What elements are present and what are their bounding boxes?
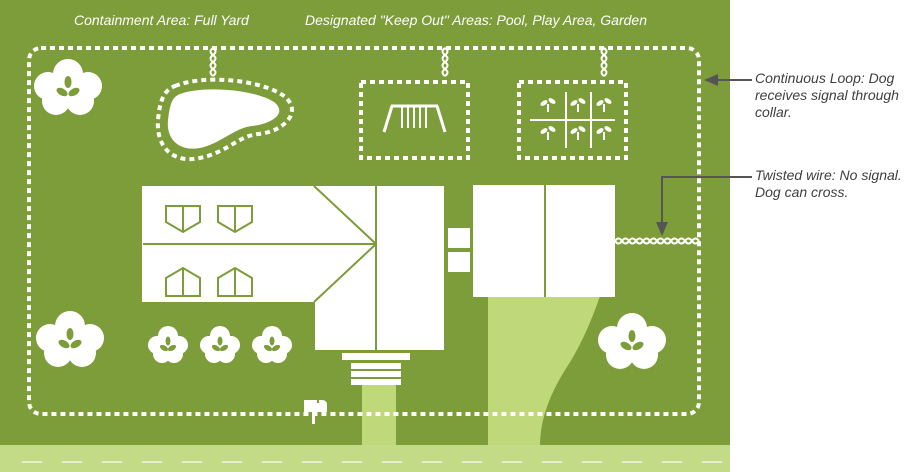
containment-area-label: Containment Area: Full Yard bbox=[74, 12, 249, 28]
house-icon bbox=[142, 185, 470, 385]
mailbox-icon bbox=[304, 396, 327, 424]
twisted-callout-arrow bbox=[656, 176, 752, 236]
twisted-wire-note: Twisted wire: No signal. Dog can cross. bbox=[755, 167, 902, 200]
driveway bbox=[488, 296, 600, 445]
garden-icon bbox=[517, 80, 628, 160]
street bbox=[0, 445, 730, 472]
twisted-wire-house bbox=[614, 237, 700, 245]
swing-set-icon bbox=[359, 80, 470, 160]
keep-out-areas-label: Designated "Keep Out" Areas: Pool, Play … bbox=[305, 12, 647, 28]
continuous-loop-note: Continuous Loop: Dog receives signal thr… bbox=[755, 70, 899, 120]
garage-icon bbox=[473, 185, 615, 297]
loop-callout-arrow bbox=[704, 74, 752, 86]
pool-icon bbox=[155, 77, 294, 162]
twisted-wire-leads bbox=[209, 47, 608, 77]
